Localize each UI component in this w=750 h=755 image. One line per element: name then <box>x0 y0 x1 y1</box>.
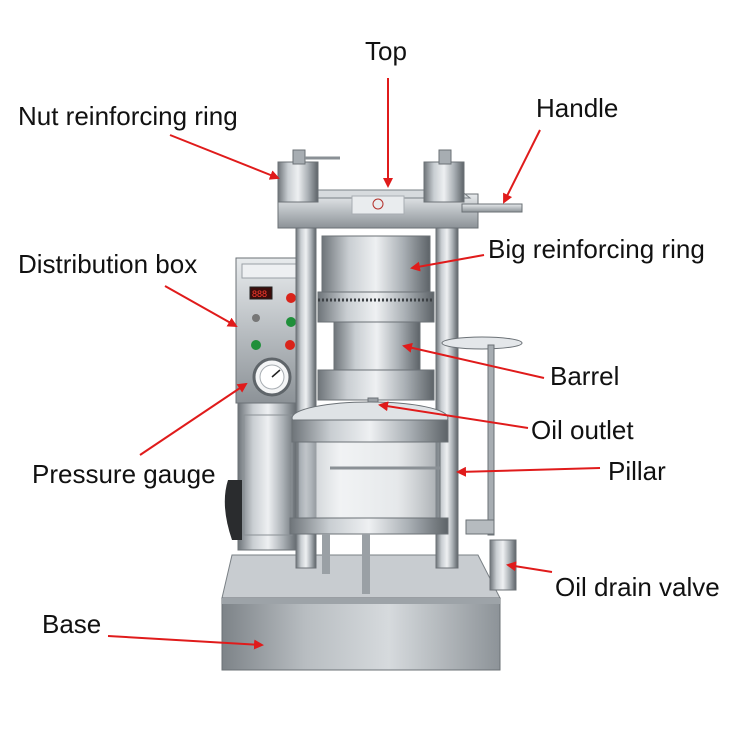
arrow-pillar <box>456 466 601 477</box>
arrow-distribution-box <box>164 285 238 327</box>
label-pressure-gauge: Pressure gauge <box>32 459 216 489</box>
arrow-handle <box>503 129 541 204</box>
label-distribution-box: Distribution box <box>18 249 198 279</box>
label-big-reinforcing-ring: Big reinforcing ring <box>488 234 705 264</box>
label-oil-outlet: Oil outlet <box>531 415 634 445</box>
arrow-nut-reinforcing-ring <box>169 134 280 180</box>
base-part <box>221 554 501 671</box>
label-base: Base <box>42 609 102 639</box>
label-pillar: Pillar <box>608 456 666 486</box>
label-barrel: Barrel <box>550 361 620 391</box>
arrow-pressure-gauge <box>139 382 248 456</box>
oil-cup-part <box>289 401 449 594</box>
cabinet-part <box>224 399 299 551</box>
arrow-big-reinforcing-ring <box>410 254 485 272</box>
label-nut-reinforcing-ring: Nut reinforcing ring <box>18 101 238 131</box>
callout-arrows <box>107 78 601 650</box>
label-handle: Handle <box>536 93 619 123</box>
pressure-gauge-part <box>252 357 292 397</box>
label-oil-drain-valve: Oil drain valve <box>555 572 720 602</box>
svg-text:888: 888 <box>252 289 267 299</box>
label-top: Top <box>365 36 407 66</box>
arrow-oil-outlet <box>378 401 529 429</box>
top-part <box>277 149 523 229</box>
arrow-barrel <box>402 342 545 379</box>
big-reinforcing-ring-part <box>317 235 435 323</box>
arrow-base <box>107 635 264 650</box>
arrow-oil-drain-valve <box>506 561 553 573</box>
